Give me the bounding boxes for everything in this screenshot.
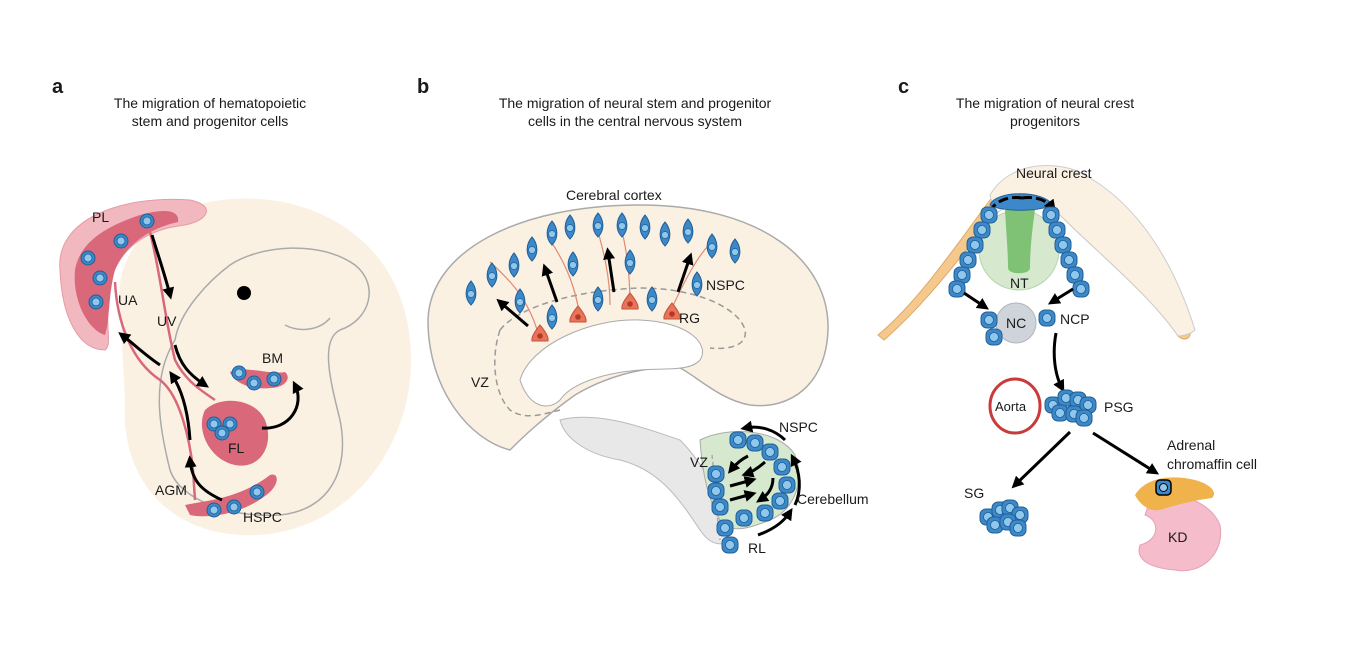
sg-cluster [979, 499, 1029, 537]
arrow-migration [541, 263, 559, 303]
arrow-ua-up [118, 332, 161, 367]
hspc-cell [113, 233, 129, 249]
ua-vessel [113, 281, 197, 501]
embryo-outline [158, 247, 370, 517]
panel-a-letter: a [52, 76, 64, 98]
arrow-agm-up [184, 455, 223, 502]
cerebellum-arrows [728, 420, 802, 537]
brainstem [559, 416, 731, 545]
arrow-migration [496, 298, 529, 328]
panel-b-title-line1: The migration of neural stem and progeni… [498, 95, 772, 111]
label-psg: PSG [1104, 399, 1134, 415]
panel-a-diagram: PL UA UV BM FL AGM HSPC [59, 198, 411, 536]
arrow-ncp-to-psg [1052, 332, 1065, 393]
ncp-cell [980, 311, 998, 329]
arrow-uv-to-fl [173, 344, 209, 388]
label-sg: SG [964, 485, 984, 501]
arrow-fl-to-bm [261, 380, 304, 430]
kidney [1138, 495, 1222, 572]
panel-a-title-line1: The migration of hematopoietic [113, 95, 307, 111]
neural-tube-lumen [1005, 210, 1035, 274]
label-nspc-cerebellum: NSPC [779, 419, 818, 435]
label-uv: UV [157, 313, 177, 329]
hspc-cell [266, 371, 282, 387]
adrenal-gland [1135, 477, 1215, 511]
panel-a-title: The migration of hematopoietic stem and … [70, 94, 350, 130]
arrow-psg-to-sg [1011, 430, 1072, 489]
uv-vessel [148, 231, 216, 402]
arrow-agm-to-ua [169, 371, 192, 441]
hspc-cell [206, 502, 222, 518]
hspc-cell [246, 375, 262, 391]
hspc-cell [231, 365, 247, 381]
embryo-eye [237, 286, 251, 300]
label-bm: BM [262, 350, 283, 366]
fl-region [201, 400, 269, 466]
label-cerebral-cortex: Cerebral cortex [566, 187, 662, 203]
chromaffin-cell [1155, 479, 1172, 496]
arrow-neural-crest-bidirectional [990, 196, 1053, 208]
hspc-cell [139, 213, 155, 229]
label-rg: RG [679, 310, 700, 326]
panel-b-title: The migration of neural stem and progeni… [455, 94, 815, 130]
arrow-psg-to-adrenal [1092, 431, 1160, 475]
label-adrenal-line1: Adrenal [1167, 437, 1215, 453]
label-hspc: HSPC [243, 509, 282, 525]
arrow-migration [676, 252, 694, 293]
panel-c-title-line2: progenitors [1009, 113, 1081, 129]
label-rl: RL [748, 540, 766, 556]
label-vz-cerebellum: VZ [690, 454, 708, 470]
hspc-cell [226, 499, 242, 515]
panel-a-title-line2: stem and progenitor cells [131, 113, 289, 129]
label-ua: UA [118, 292, 138, 308]
label-neural-crest: Neural crest [1016, 165, 1092, 181]
label-vz-cortex: VZ [471, 374, 489, 390]
hspc-cell [88, 294, 104, 310]
arrow-pl-to-uv [150, 234, 175, 300]
arrow-migration [603, 247, 616, 293]
ventricle [519, 319, 703, 407]
embryo-background [119, 198, 411, 536]
arrow-to-nc [963, 291, 989, 310]
ncp-cell [985, 328, 1003, 346]
label-aorta: Aorta [995, 399, 1027, 414]
panel-c-diagram: Neural crest NT NC NCP Aorta PSG Adrenal… [877, 165, 1257, 572]
panel-c-letter: c [898, 76, 910, 98]
label-fl: FL [228, 440, 245, 456]
hspc-cell [249, 484, 265, 500]
aorta [988, 377, 1042, 435]
arrow-to-ncp [1047, 287, 1074, 305]
label-agm: AGM [155, 482, 187, 498]
label-pl: PL [92, 209, 109, 225]
hspc-cell [214, 425, 230, 441]
label-ncp: NCP [1060, 311, 1090, 327]
rl-dashed [711, 454, 721, 541]
panel-c-title: The migration of neural crest progenitor… [920, 94, 1170, 130]
psg-cluster [1044, 389, 1097, 427]
label-cerebellum: Cerebellum [797, 491, 869, 507]
label-kd: KD [1168, 529, 1187, 545]
hspc-cell [92, 270, 108, 286]
hspc-cell [80, 250, 96, 266]
label-adrenal-line2: chromaffin cell [1167, 456, 1257, 472]
panel-b-diagram: Cerebral cortex NSPC RG VZ NSPC VZ Cereb… [427, 187, 869, 556]
label-nc: NC [1006, 315, 1026, 331]
label-nt: NT [1010, 275, 1029, 291]
panel-c-title-line1: The migration of neural crest [955, 95, 1135, 111]
vz-dashed [494, 287, 746, 417]
label-nspc-cortex: NSPC [706, 277, 745, 293]
ncp-cell [1038, 309, 1056, 327]
panel-b-title-line2: cells in the central nervous system [528, 113, 742, 129]
embryo-mouth [284, 317, 331, 331]
panel-b-letter: b [417, 76, 430, 98]
